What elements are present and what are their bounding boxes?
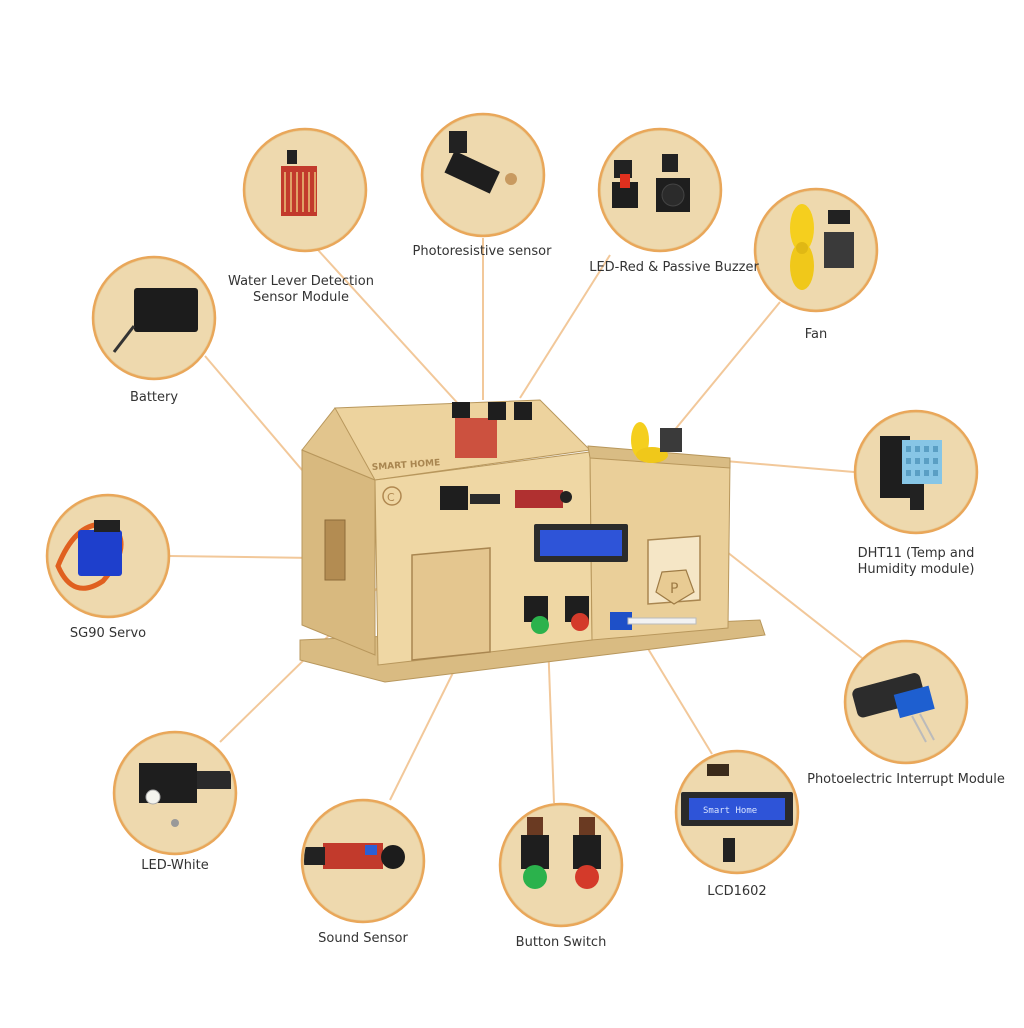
lcd-screen-text: Smart Home	[703, 806, 757, 816]
leader-line-battery	[204, 355, 303, 471]
label-led-red-buzzer-line: LED-Red & Passive Buzzer	[589, 260, 759, 275]
label-fan-line: Fan	[804, 327, 828, 342]
label-water-lever-line: Water Lever Detection	[228, 274, 374, 289]
label-photoresistive-line: Photoresistive sensor	[412, 244, 552, 259]
label-dht11-line: DHT11 (Temp and	[857, 546, 975, 561]
svg-text:P: P	[670, 581, 678, 597]
label-water-lever-line: Sensor Module	[253, 290, 349, 305]
water-sensor-icon	[246, 131, 364, 249]
fan-icon	[757, 191, 875, 309]
label-led-white: LED-White	[141, 858, 208, 874]
leader-line-led-red-buzzer	[519, 254, 611, 399]
leader-line-button	[547, 639, 555, 804]
label-dht11-line: Humidity module)	[857, 562, 975, 577]
servo-icon	[49, 497, 167, 615]
photoresistor-icon	[424, 116, 542, 234]
callout-button	[498, 802, 624, 928]
leader-line-water-lever	[317, 249, 463, 409]
photo-interrupter-icon	[847, 643, 965, 761]
button-switch-icon	[502, 806, 620, 924]
label-photoelectric-line: Photoelectric Interrupt Module	[807, 772, 1005, 787]
label-battery-line: Battery	[129, 390, 179, 405]
callout-led-white	[112, 730, 238, 856]
label-lcd-line: LCD1602	[707, 884, 767, 899]
house-sign: SMART HOME	[372, 458, 441, 473]
leader-line-fan	[672, 301, 781, 433]
leader-line-sg90	[169, 555, 316, 559]
led-white-icon	[116, 734, 234, 852]
callout-photoresistive	[420, 112, 546, 238]
callout-led-red-buzzer	[597, 127, 723, 253]
label-lcd: LCD1602	[707, 884, 766, 900]
callout-battery	[91, 255, 217, 381]
label-led-red-buzzer: LED-Red & Passive Buzzer	[589, 260, 759, 276]
label-photoresistive: Photoresistive sensor	[413, 244, 552, 260]
label-photoelectric: Photoelectric Interrupt Module	[807, 772, 1005, 788]
svg-text:C: C	[387, 491, 395, 504]
label-fan: Fan	[805, 327, 828, 343]
label-sg90: SG90 Servo	[70, 626, 146, 642]
callout-fan	[753, 187, 879, 313]
label-led-white-line: LED-White	[141, 858, 209, 873]
label-sound-line: Sound Sensor	[318, 931, 408, 946]
callout-sound	[300, 798, 426, 924]
label-battery: Battery	[130, 390, 178, 406]
label-button: Button Switch	[516, 935, 607, 951]
label-sg90-line: SG90 Servo	[69, 626, 147, 641]
label-sound: Sound Sensor	[318, 931, 408, 947]
callout-lcd: Smart Home	[674, 749, 800, 875]
callout-sg90	[45, 493, 171, 619]
dht11-icon	[857, 413, 975, 531]
lcd-icon: Smart Home	[678, 753, 796, 871]
microphone-icon	[304, 802, 422, 920]
label-button-line: Button Switch	[515, 935, 607, 950]
callout-water-lever	[242, 127, 368, 253]
callout-circles: Smart Home	[45, 112, 979, 928]
smart-home-house: P C SMART HOME	[299, 399, 766, 683]
callout-dht11	[853, 409, 979, 535]
battery-icon	[95, 259, 213, 377]
buzzer-icon	[601, 131, 719, 249]
callout-photoelectric	[843, 639, 969, 765]
